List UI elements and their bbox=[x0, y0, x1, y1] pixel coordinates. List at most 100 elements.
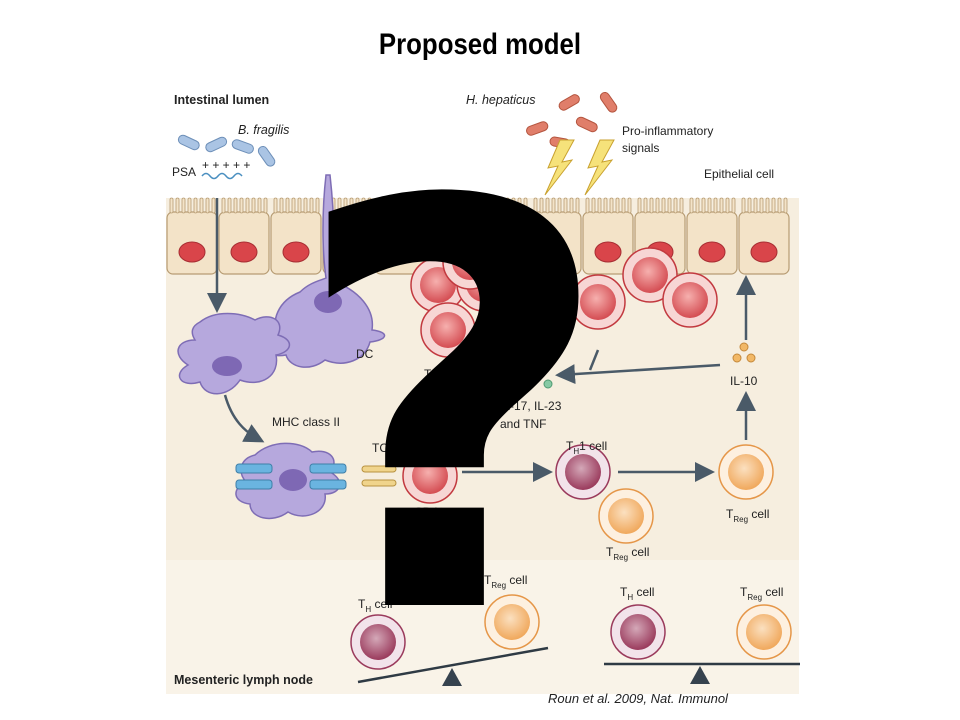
microvillus bbox=[695, 197, 700, 214]
microvillus bbox=[621, 197, 626, 214]
microvillus bbox=[701, 197, 706, 214]
microvillus bbox=[279, 197, 284, 214]
inflammatory-cell-cluster bbox=[402, 234, 718, 504]
microvillus bbox=[643, 197, 648, 214]
label-b-fragilis: B. fragilis bbox=[238, 123, 289, 137]
microvillus bbox=[407, 197, 412, 214]
microvillus bbox=[627, 197, 632, 214]
microvillus bbox=[741, 197, 746, 214]
microvillus bbox=[459, 197, 464, 214]
microvillus bbox=[257, 197, 262, 214]
microvillus bbox=[603, 197, 608, 214]
microvillus bbox=[221, 197, 226, 214]
microvillus bbox=[199, 197, 204, 214]
microvillus bbox=[285, 197, 290, 214]
microvillus bbox=[343, 197, 348, 214]
balance-left bbox=[350, 594, 549, 686]
microvillus bbox=[777, 197, 782, 214]
microvillus bbox=[649, 197, 654, 214]
microvillus bbox=[713, 197, 718, 214]
microvillus bbox=[471, 197, 476, 214]
th1-cell bbox=[555, 444, 611, 500]
inflammatory-cell-nucleus bbox=[430, 312, 466, 348]
citation: Roun et al. 2009, Nat. Immunol bbox=[548, 691, 728, 706]
microvillus bbox=[263, 197, 268, 214]
label-intestinal-lumen: Intestinal lumen bbox=[174, 93, 269, 107]
b-fragilis-bacteria bbox=[177, 134, 276, 167]
epithelial-nucleus bbox=[698, 241, 726, 263]
microvillus bbox=[355, 197, 360, 214]
cytokine-dots bbox=[501, 372, 553, 391]
microvillus bbox=[707, 197, 712, 214]
inflammatory-cell-nucleus bbox=[632, 257, 668, 293]
microvillus bbox=[731, 197, 736, 214]
microvillus bbox=[689, 197, 694, 214]
mhc-class-ii-molecules bbox=[235, 463, 347, 490]
dendritic-cell-upper bbox=[270, 174, 386, 368]
microvillus bbox=[545, 197, 550, 214]
label-psa: PSA bbox=[172, 165, 196, 179]
label-treg-cell-right-balance: TReg cell bbox=[740, 585, 783, 602]
pathway-arrows bbox=[207, 198, 756, 482]
balance-right bbox=[604, 604, 800, 684]
microvillus bbox=[533, 197, 538, 214]
microvillus bbox=[175, 197, 180, 214]
microvillus bbox=[187, 197, 192, 214]
label-treg-cell-migrated: TReg cell bbox=[606, 545, 649, 562]
label-treg-cell-right: TReg cell bbox=[726, 507, 769, 524]
microvillus bbox=[597, 197, 602, 214]
microvillus bbox=[169, 197, 174, 214]
microvillus bbox=[309, 197, 314, 214]
microvillus bbox=[563, 197, 568, 214]
label-th1-cell: TH1 cell bbox=[566, 439, 607, 456]
microvillus bbox=[725, 197, 730, 214]
microvillus bbox=[337, 197, 342, 214]
treg-cell-migrated bbox=[598, 488, 654, 544]
microvillus bbox=[511, 197, 516, 214]
microvillus bbox=[591, 197, 596, 214]
microvillus bbox=[759, 197, 764, 214]
label-treg-cell-left: TReg cell bbox=[484, 573, 527, 590]
microvillus bbox=[395, 197, 400, 214]
microvillus bbox=[315, 197, 320, 214]
inflammatory-cell-nucleus bbox=[412, 458, 448, 494]
microvillus bbox=[783, 197, 788, 214]
microvillus bbox=[465, 197, 470, 214]
label-th-cell-left: TH cell bbox=[358, 597, 392, 614]
microvillus bbox=[377, 197, 382, 214]
microvillus bbox=[487, 197, 492, 214]
microvillus bbox=[655, 197, 660, 214]
slide-title: Proposed model bbox=[378, 28, 582, 61]
microvillus bbox=[361, 197, 366, 214]
microvillus bbox=[413, 197, 418, 214]
label-proinflammatory-1: Pro-inflammatory bbox=[622, 124, 713, 138]
inflammatory-cell-nucleus bbox=[452, 244, 488, 280]
dendritic-cell-migrating bbox=[177, 312, 291, 395]
epithelial-nucleus bbox=[178, 241, 206, 263]
microvillus bbox=[493, 197, 498, 214]
microvillus bbox=[447, 197, 452, 214]
label-il10: IL-10 bbox=[730, 374, 758, 388]
epithelial-layer bbox=[166, 197, 790, 275]
microvillus bbox=[303, 197, 308, 214]
microvillus bbox=[539, 197, 544, 214]
microvillus bbox=[557, 197, 562, 214]
microvillus bbox=[661, 197, 666, 214]
microvillus bbox=[719, 197, 724, 214]
microvillus bbox=[401, 197, 406, 214]
microvillus bbox=[245, 197, 250, 214]
microvillus bbox=[429, 197, 434, 214]
microvillus bbox=[389, 197, 394, 214]
microvillus bbox=[637, 197, 642, 214]
epithelial-nucleus bbox=[386, 241, 414, 263]
microvillus bbox=[481, 197, 486, 214]
microvillus bbox=[435, 197, 440, 214]
lymph-node-band bbox=[166, 560, 799, 694]
microvillus bbox=[441, 197, 446, 214]
microvillus bbox=[383, 197, 388, 214]
label-th17-fragment: T bbox=[424, 367, 432, 381]
microvillus bbox=[505, 197, 510, 214]
microvillus bbox=[575, 197, 580, 214]
microvillus bbox=[517, 197, 522, 214]
epithelial-nucleus bbox=[282, 241, 310, 263]
